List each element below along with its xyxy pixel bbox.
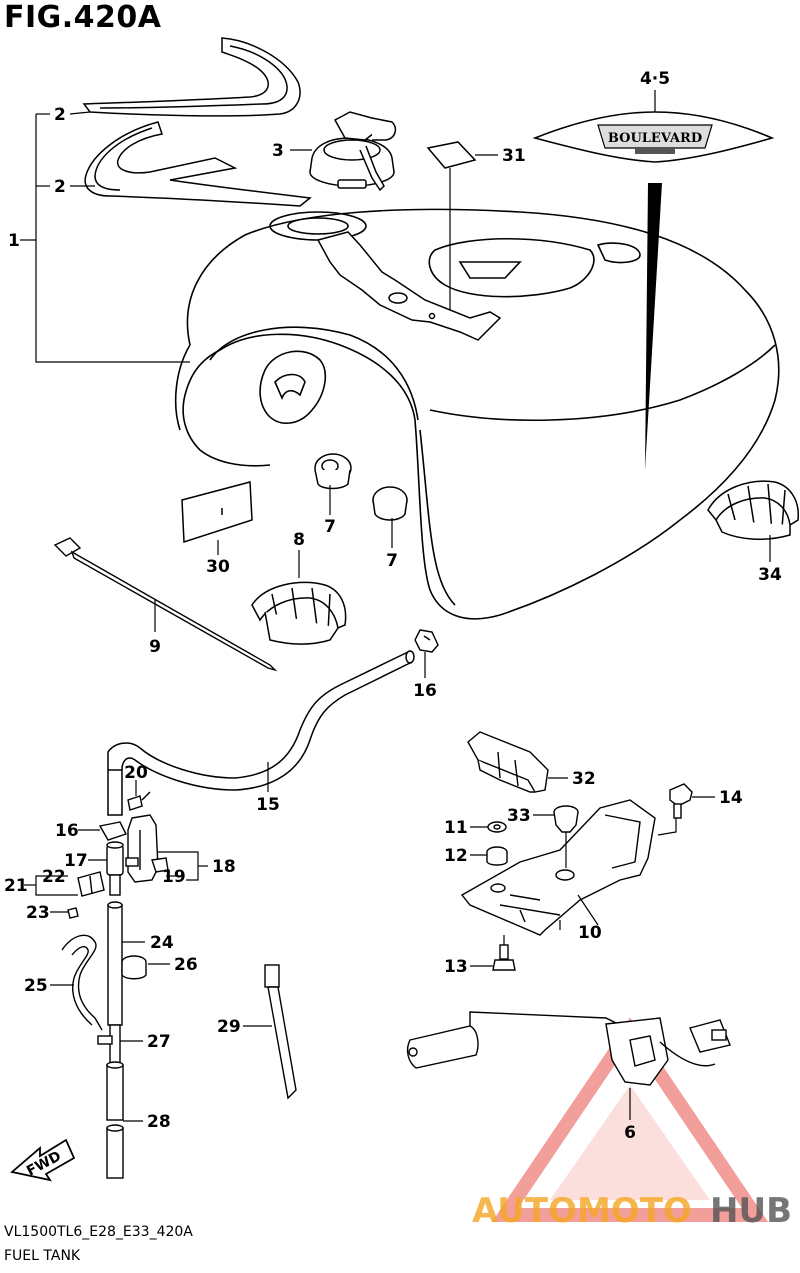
callout-30: 30: [206, 557, 230, 577]
callout-18: 18: [212, 857, 236, 877]
emblem-pointer: [645, 183, 662, 470]
hose-25: [61, 934, 103, 1031]
callout-15: 15: [256, 795, 280, 815]
bumper-33: [553, 805, 579, 833]
tank-top-bracket: [316, 231, 502, 341]
callout-10: 10: [578, 923, 602, 943]
hose-28: [106, 1061, 124, 1179]
callout-22: 22: [42, 867, 66, 887]
figure-code: VL1500TL6_E28_E33_420A: [4, 1224, 193, 1240]
label-plate-30: [181, 481, 253, 544]
callout-34: 34: [758, 565, 782, 585]
callout-16-upper: 16: [413, 681, 437, 701]
callout-17: 17: [64, 851, 88, 871]
callout-7-lower: 7: [386, 551, 398, 571]
label-plate-31: [426, 141, 477, 169]
callout-9: 9: [149, 637, 161, 657]
callout-12: 12: [444, 846, 468, 866]
callout-13: 13: [444, 957, 468, 977]
figure-name: FUEL TANK: [4, 1248, 81, 1264]
callout-1: 1: [8, 231, 20, 251]
watermark-logo: [491, 1017, 769, 1222]
bolt-14: [669, 783, 693, 819]
hose-clip-16-upper: [414, 629, 439, 653]
callout-numbers: 1 2 2 3 4·5 31 30 7 7 8 9 34 16 15 20 16…: [4, 69, 782, 1143]
callout-2-upper: 2: [54, 105, 66, 125]
callout-28: 28: [147, 1112, 171, 1132]
valve-assembly: [67, 791, 169, 919]
callout-32: 32: [572, 769, 596, 789]
callout-31: 31: [502, 146, 526, 166]
cable-tie-29: [264, 964, 297, 1100]
leader-lines: [20, 90, 771, 1122]
bracket-10: [460, 799, 656, 936]
callout-27: 27: [147, 1032, 171, 1052]
callout-23: 23: [26, 903, 50, 923]
cable-tie-9: [53, 537, 278, 672]
callout-24: 24: [150, 933, 174, 953]
boulevard-emblem: BOULEVARD: [532, 111, 775, 163]
cushion-32: [467, 731, 549, 793]
grommet-7-lower: [372, 486, 408, 521]
callout-26: 26: [174, 955, 198, 975]
callout-2-lower: 2: [54, 177, 66, 197]
cushion-8: [251, 581, 347, 645]
cap-26: [121, 955, 147, 980]
callout-3: 3: [272, 141, 284, 161]
watermark-text: AUTOMOTO HUB: [472, 1191, 792, 1231]
callout-19: 19: [162, 867, 186, 887]
collar-12: [486, 846, 508, 866]
callout-8: 8: [293, 530, 305, 550]
callout-6: 6: [624, 1123, 636, 1143]
callout-21: 21: [4, 876, 28, 896]
hose-24: [107, 901, 123, 1026]
fuel-tank: [174, 208, 780, 620]
figure-title: FIG.420A: [4, 0, 162, 35]
callout-33: 33: [507, 806, 531, 826]
cushion-34: [707, 480, 799, 541]
callout-11: 11: [444, 818, 468, 838]
grommet-7-upper: [314, 453, 352, 490]
breather-hose-15: [107, 650, 415, 816]
fwd-arrow: FWD: [10, 1138, 76, 1182]
callout-14: 14: [719, 788, 743, 808]
callout-20: 20: [124, 763, 148, 783]
bolt-13: [492, 944, 516, 971]
watermark-hub: HUB: [710, 1191, 792, 1231]
tank-stripe-upper: [82, 37, 301, 117]
callout-16-lower: 16: [55, 821, 79, 841]
washer-11: [487, 821, 507, 833]
watermark-automoto: AUTOMOTO: [472, 1191, 692, 1231]
fuel-level-gauge: [406, 1011, 731, 1086]
fuel-cap: [309, 111, 397, 192]
tank-stripe-lower: [84, 121, 312, 207]
callout-7-upper: 7: [324, 517, 336, 537]
callout-25: 25: [24, 976, 48, 996]
callout-4-5: 4·5: [640, 69, 670, 89]
emblem-text: BOULEVARD: [608, 131, 702, 146]
callout-29: 29: [217, 1017, 241, 1037]
joint-27: [97, 1024, 121, 1066]
